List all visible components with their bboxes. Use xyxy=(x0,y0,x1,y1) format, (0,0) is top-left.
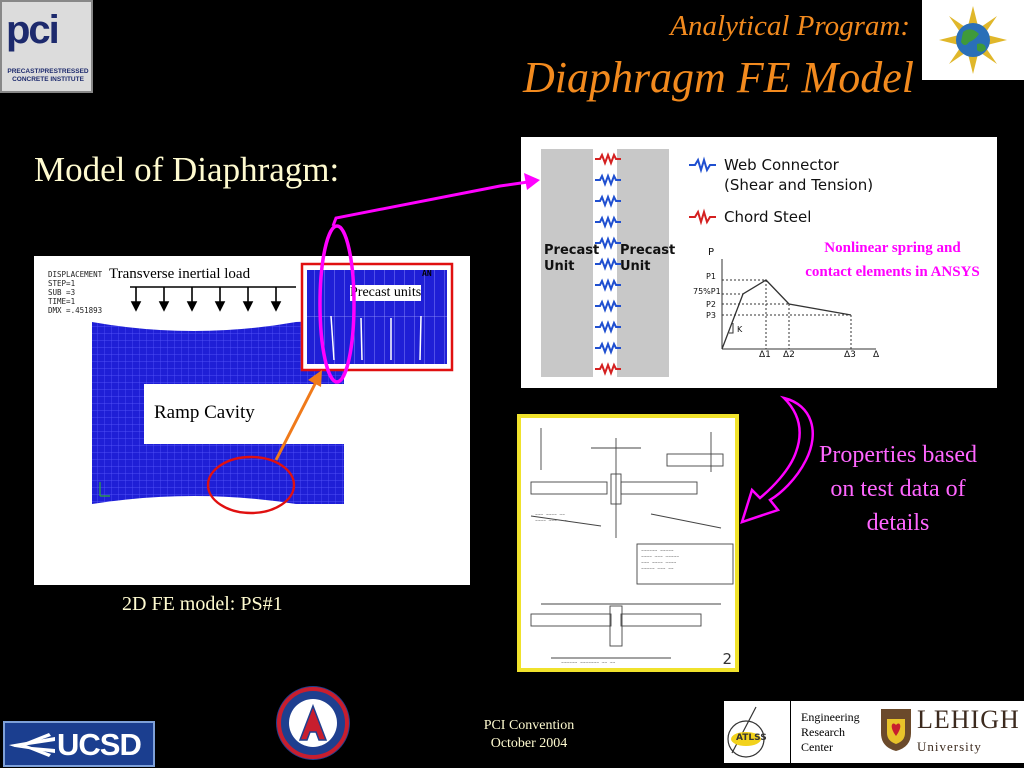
svg-text:~~~ ~~~~ ~~: ~~~ ~~~~ ~~ xyxy=(535,513,565,518)
svg-text:~~~~~~ ~~~~~: ~~~~~~ ~~~~~ xyxy=(641,549,674,554)
legend-chord-steel: Chord Steel xyxy=(724,208,812,226)
svg-text:~~~~~ ~~~ ~~: ~~~~~ ~~~ ~~ xyxy=(641,567,674,572)
lehigh-logo-subtitle: University xyxy=(917,739,982,754)
spring-element xyxy=(595,194,621,208)
pci-logo: pci PRECAST/PRESTRESSED CONCRETE INSTITU… xyxy=(0,0,93,93)
legend-web-sublabel: (Shear and Tension) xyxy=(724,176,874,194)
spring-element xyxy=(595,257,621,271)
precast-units-label: Precast units xyxy=(350,285,422,301)
inset-tag: AN xyxy=(422,269,432,278)
ucsd-logo-text: UCSD xyxy=(57,727,142,762)
erc-line: Center xyxy=(801,740,833,754)
displacement-readout: DISPLACEMENT STEP=1 SUB =3 TIME=1 DMX =.… xyxy=(48,270,102,315)
atlss-logo-text: ATLSS xyxy=(736,733,767,743)
pci-logo-subtitle: PRECAST/PRESTRESSED CONCRETE INSTITUTE xyxy=(7,68,89,83)
seal-icon xyxy=(276,686,350,760)
legend-web-connector: Web Connector (Shear and Tension) xyxy=(724,155,873,195)
ucsd-logo: UCSD xyxy=(3,721,155,767)
spring-element xyxy=(595,320,621,334)
curved-arrow-icon xyxy=(740,395,814,524)
lehigh-logo-name: LEHIGH xyxy=(917,705,1020,734)
readout-line: STEP=1 xyxy=(48,279,76,288)
graph-y-label-75p1: 75%P1 xyxy=(693,287,721,296)
connection-detail-drawing: ~~~ ~~~~ ~~ ~~~~ ~~~ ~~~ ~~~~~~ ~~~~~ ~~… xyxy=(517,414,739,672)
connector-drawing xyxy=(541,149,876,377)
precast-highlight-ellipse xyxy=(318,224,356,384)
slide-title-line-2: Diaphragm FE Model xyxy=(522,53,914,102)
erc-logo: Engineering Research Center xyxy=(791,701,875,763)
graph-x-label-d: Δ xyxy=(873,350,880,360)
readout-line: DISPLACEMENT xyxy=(48,270,103,279)
detail-sketch: ~~~ ~~~~ ~~ ~~~~ ~~~ ~~~ ~~~~~~ ~~~~~ ~~… xyxy=(530,428,734,666)
graph-y-label-p3: P3 xyxy=(706,311,716,320)
spring-element xyxy=(595,341,621,355)
lehigh-logo: LEHIGH University xyxy=(875,701,1024,763)
graph-y-label-p1: P1 xyxy=(706,272,716,281)
spring-element xyxy=(595,173,621,187)
spring-element xyxy=(595,299,621,313)
trident-icon xyxy=(9,733,55,757)
spring-element xyxy=(595,362,621,376)
globe-icon xyxy=(939,6,1007,74)
pci-logo-mark: pci xyxy=(6,8,60,52)
spring-element xyxy=(595,278,621,292)
shield-icon xyxy=(881,709,911,751)
erc-line: Engineering xyxy=(801,710,860,724)
graph-x-label-d3: Δ3 xyxy=(844,350,856,360)
nonlinear-spring-label: Nonlinear spring and contact elements in… xyxy=(805,240,980,280)
detail-page-number: 2 xyxy=(722,650,732,668)
precast-unit-right-label: Precast Unit xyxy=(620,243,675,275)
svg-text:~~~~ ~~~ ~~~: ~~~~ ~~~ ~~~ xyxy=(535,519,568,524)
load-label: Transverse inertial load xyxy=(109,266,251,282)
legend-web-label: Web Connector xyxy=(724,156,839,174)
slide-title-line-1: Analytical Program: xyxy=(670,10,910,42)
graph-stiffness-label: K xyxy=(737,325,743,334)
atlss-logo-icon xyxy=(727,706,765,758)
spring-element xyxy=(595,152,621,166)
spring-elements xyxy=(595,152,621,376)
properties-label: Properties based on test data of details xyxy=(819,442,977,536)
connector-diagram: Web Connector (Shear and Tension) Chord … xyxy=(521,137,997,388)
graph-x-label-d2: Δ2 xyxy=(783,350,795,360)
fe-model-figure: AN DISPLACEMENT STEP=1 SUB =3 TIME=1 DMX… xyxy=(34,256,470,585)
svg-text:~~~ ~~~~ ~~~~: ~~~ ~~~~ ~~~~ xyxy=(641,561,677,566)
unit-label-line: Unit xyxy=(620,259,651,274)
magenta-arrow-icon xyxy=(331,173,540,227)
svg-text:~~~~ ~~~ ~~~~~: ~~~~ ~~~ ~~~~~ xyxy=(641,555,679,560)
unit-label-line: Unit xyxy=(544,259,575,274)
section-heading: Model of Diaphragm: xyxy=(34,150,340,189)
ramp-cavity-label: Ramp Cavity xyxy=(154,402,255,423)
atlss-logo: ATLSS xyxy=(724,701,790,763)
readout-line: SUB =3 xyxy=(48,288,76,297)
globe-logo xyxy=(922,0,1024,80)
graph-y-label-p: P xyxy=(708,247,715,258)
unit-label-line: Precast xyxy=(544,243,600,258)
erc-line: Research xyxy=(801,725,845,739)
footer-text: PCI Convention October 2004 xyxy=(465,717,593,753)
spring-element xyxy=(595,215,621,229)
orange-arrow-icon xyxy=(274,370,322,461)
svg-text:~~~~~~ ~~~~~~~ ~~ ~~: ~~~~~~ ~~~~~~~ ~~ ~~ xyxy=(561,661,615,666)
fe-model-caption: 2D FE model: PS#1 xyxy=(122,593,283,615)
graph-y-label-p2: P2 xyxy=(706,300,716,309)
readout-line: DMX =.451893 xyxy=(48,306,103,315)
unit-label-line: Precast xyxy=(620,243,676,258)
fe-mesh-drawing: AN xyxy=(92,262,454,515)
precast-unit-left-label: Precast Unit xyxy=(544,243,599,275)
footer-line-2: October 2004 xyxy=(490,736,568,751)
spring-element xyxy=(595,236,621,250)
graph-x-label-d1: Δ1 xyxy=(759,350,771,360)
readout-line: TIME=1 xyxy=(48,297,76,306)
footer-line-1: PCI Convention xyxy=(483,718,575,733)
